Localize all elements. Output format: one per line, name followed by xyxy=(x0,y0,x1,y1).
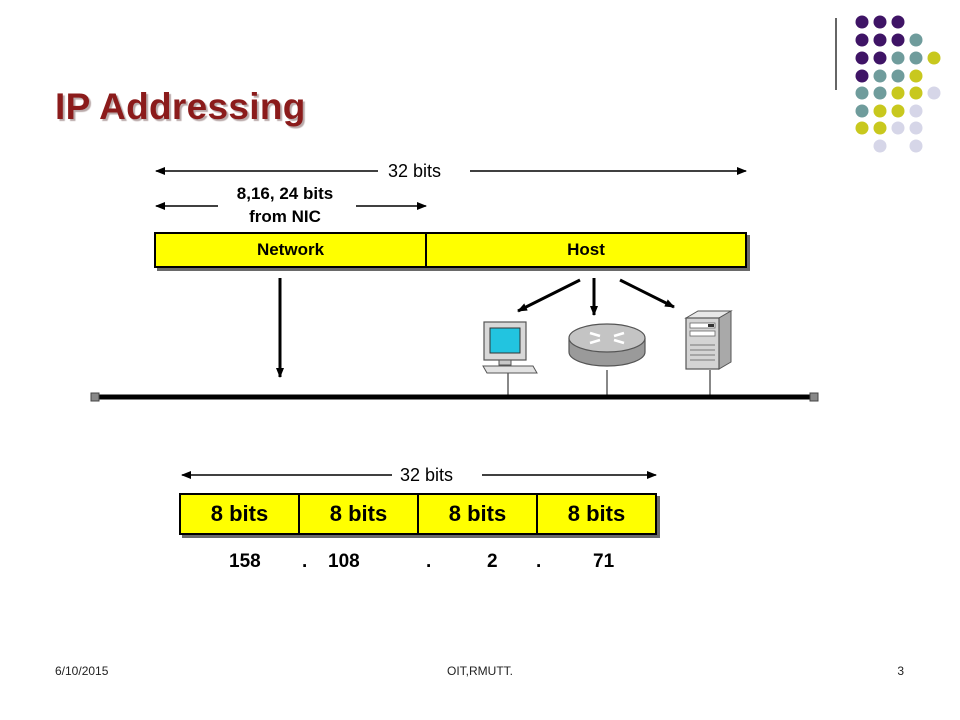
octet-4-label: 8 bits xyxy=(567,501,626,526)
octet-3-value: 2 xyxy=(487,551,498,572)
decorative-dot xyxy=(873,86,887,100)
decorative-dot xyxy=(855,69,869,83)
decorative-dot xyxy=(909,121,923,135)
decorative-dot xyxy=(855,15,869,29)
octet-2-label: 8 bits xyxy=(329,501,388,526)
nic-bits-label-line2: from NIC xyxy=(249,207,321,226)
separator-2: . xyxy=(426,551,432,572)
router-icon xyxy=(568,323,646,367)
decorative-dot xyxy=(855,121,869,135)
network-label: Network xyxy=(256,240,325,259)
decorative-dot xyxy=(909,69,923,83)
decorative-dot xyxy=(873,121,887,135)
separator-1: . xyxy=(302,551,308,572)
decorative-dot xyxy=(891,33,905,47)
host-arrow-computer xyxy=(517,278,581,313)
decorative-dot xyxy=(855,51,869,65)
decorative-dot xyxy=(927,86,941,100)
octet-2-box: 8 bits xyxy=(298,493,419,535)
server-icon xyxy=(684,310,733,370)
decorative-dot xyxy=(909,104,923,118)
octet-1-box: 8 bits xyxy=(179,493,300,535)
decorative-dot xyxy=(873,104,887,118)
decorative-dot xyxy=(891,121,905,135)
bus-end-left xyxy=(90,392,100,402)
octet-2-value: 108 xyxy=(328,551,360,572)
decorative-dot xyxy=(873,51,887,65)
decorative-dot xyxy=(909,139,923,153)
octet-1-value: 158 xyxy=(229,551,261,572)
dot-group xyxy=(855,15,941,153)
decorative-dot xyxy=(891,86,905,100)
computer-icon xyxy=(482,321,538,374)
decorative-dot xyxy=(873,139,887,153)
network-segment: Network xyxy=(154,232,427,268)
decorative-dot xyxy=(909,86,923,100)
decorative-dot xyxy=(891,51,905,65)
octet-1-label: 8 bits xyxy=(210,501,269,526)
host-arrow-server xyxy=(619,278,675,309)
decorative-dot xyxy=(855,33,869,47)
decorative-dot xyxy=(855,104,869,118)
bottom-32bits-label: 32 bits xyxy=(400,465,454,485)
footer-center: OIT,RMUTT. xyxy=(447,664,513,678)
host-segment: Host xyxy=(425,232,747,268)
top-32bits-label: 32 bits xyxy=(388,161,442,181)
decorative-dot xyxy=(927,51,941,65)
decorative-dot xyxy=(909,51,923,65)
nic-bits-label-line1: 8,16, 24 bits xyxy=(236,184,334,203)
decorative-dot xyxy=(891,15,905,29)
octet-4-value: 71 xyxy=(593,551,615,572)
page-title: IP Addressing xyxy=(55,86,306,127)
decorative-dot xyxy=(891,69,905,83)
footer-page-number: 3 xyxy=(897,664,904,678)
footer-date: 6/10/2015 xyxy=(55,664,109,678)
octet-4-box: 8 bits xyxy=(536,493,657,535)
octet-3-box: 8 bits xyxy=(417,493,538,535)
host-label: Host xyxy=(567,240,605,259)
decorative-dot xyxy=(891,104,905,118)
decorative-dot xyxy=(855,86,869,100)
decorative-dot xyxy=(873,33,887,47)
separator-3: . xyxy=(536,551,542,572)
decorative-dot xyxy=(873,69,887,83)
decorative-dot xyxy=(909,33,923,47)
bus-end-right xyxy=(809,392,819,402)
octet-3-label: 8 bits xyxy=(448,501,507,526)
decorative-dot xyxy=(873,15,887,29)
